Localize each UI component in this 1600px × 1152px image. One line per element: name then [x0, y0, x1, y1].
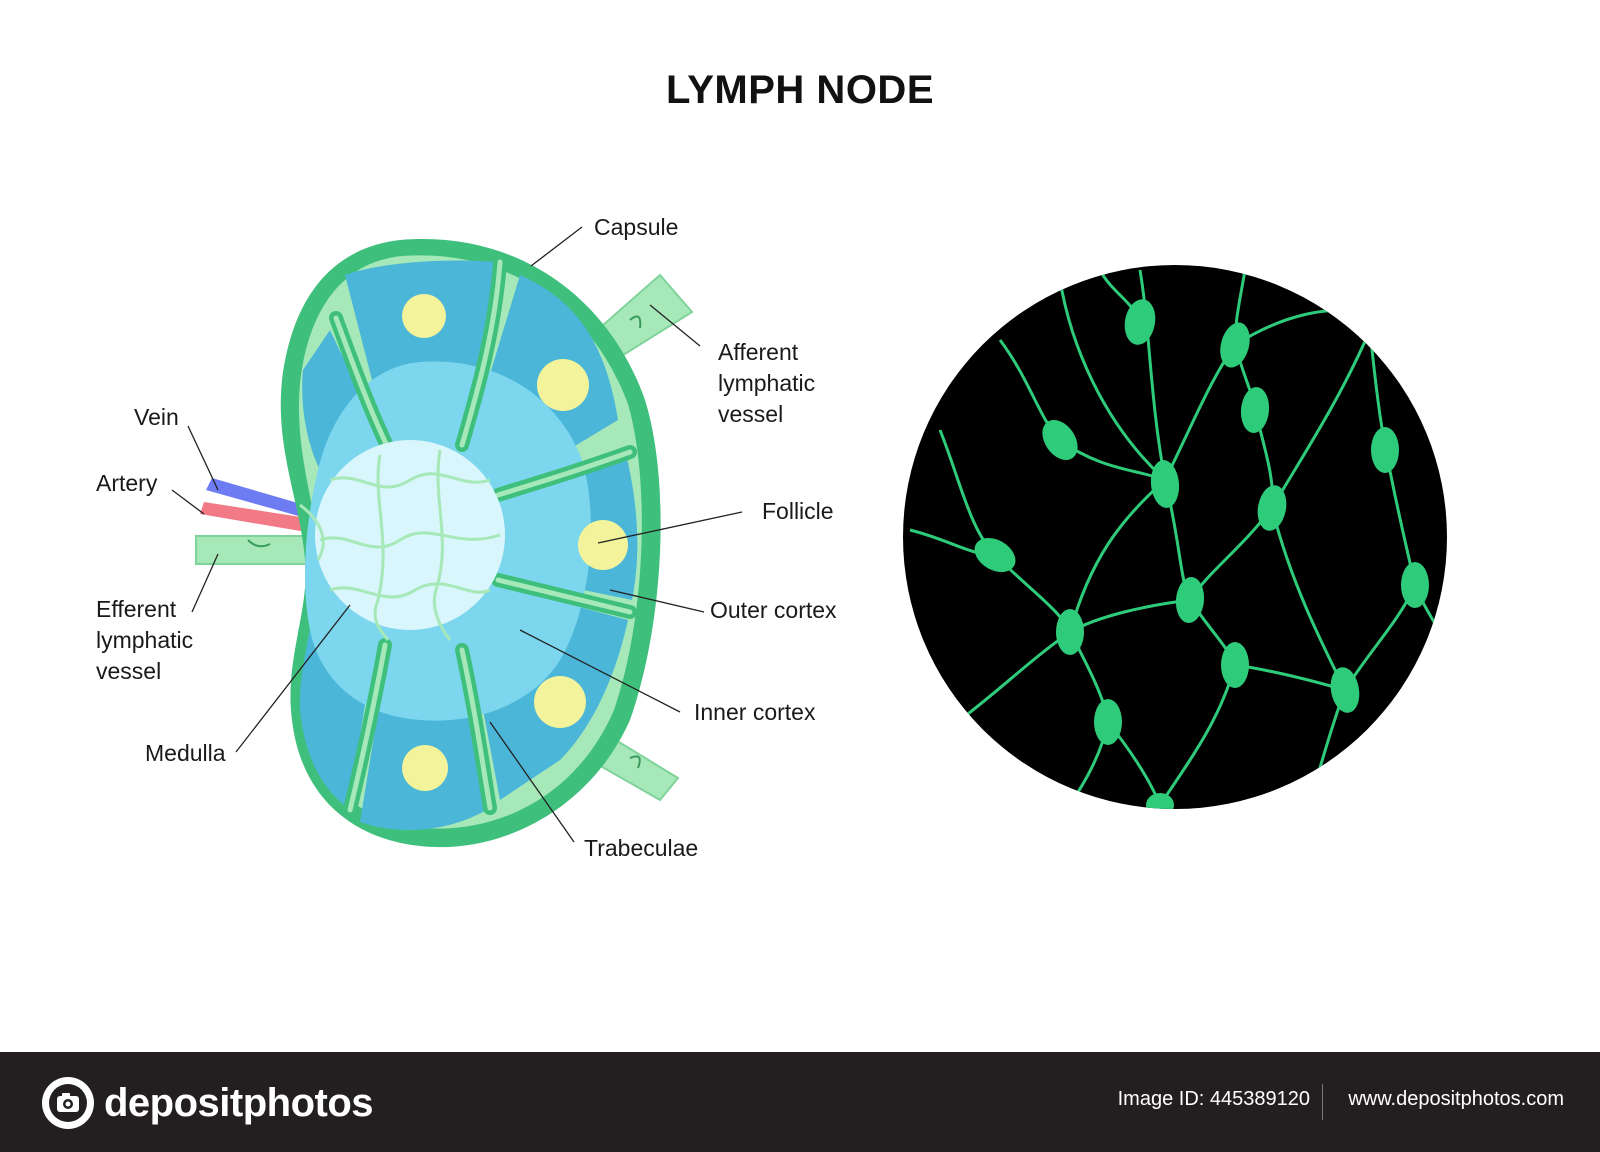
follicles — [402, 294, 628, 791]
label-medulla: Medulla — [145, 740, 226, 766]
efferent-vessel — [195, 535, 321, 565]
label-line: Efferent — [96, 596, 177, 622]
label-inner-cortex: Inner cortex — [694, 699, 816, 725]
label-outer-cortex: Outer cortex — [710, 597, 837, 623]
lymphocyte-cell — [1150, 460, 1180, 508]
label-capsule: Capsule — [594, 214, 679, 240]
brand-logo[interactable]: depositphotos — [40, 1074, 374, 1132]
lymphocyte-network-illustration — [903, 265, 1447, 809]
lymphocyte-cell — [1330, 667, 1360, 713]
lymphocyte-cell — [1401, 562, 1429, 608]
label-vein: Vein — [134, 404, 179, 430]
lymphocyte-cell — [1175, 577, 1205, 623]
lymphocyte-cell — [1094, 699, 1122, 745]
footer-divider — [1322, 1084, 1323, 1120]
camera-logo-icon — [42, 1077, 94, 1129]
lymphocyte-cell — [1056, 609, 1084, 655]
label-line: vessel — [718, 401, 784, 427]
lymphocyte-cell — [1221, 642, 1249, 688]
network-cells — [974, 299, 1429, 809]
vein-vessel — [206, 478, 322, 522]
lymphocyte-cell — [1124, 299, 1156, 345]
lymphocyte-cell — [1240, 387, 1270, 433]
lymphocyte-cell — [1371, 427, 1399, 473]
leader-lines — [171, 226, 743, 843]
label-artery: Artery — [96, 470, 158, 496]
medulla-network — [299, 449, 501, 641]
label-line: vessel — [96, 658, 162, 684]
label-efferent-lymphatic-vessel: Efferent lymphatic vessel — [96, 594, 193, 687]
site-link[interactable]: www.depositphotos.com — [1348, 1088, 1564, 1110]
label-trabeculae: Trabeculae — [584, 835, 699, 861]
lymphocyte-cell — [1257, 485, 1287, 531]
lymphocyte-cell — [1042, 420, 1078, 460]
lymphocyte-cell — [1220, 322, 1250, 368]
label-line: lymphatic — [96, 627, 194, 653]
lymphocyte-cell — [974, 537, 1016, 573]
image-id: Image ID: 445389120 — [1117, 1088, 1310, 1110]
diagram-stage: LYMPH NODE — [96, 68, 1447, 861]
footer-bar: depositphotos Image ID: 445389120 www.de… — [0, 1052, 1600, 1152]
page-title: LYMPH NODE — [665, 68, 934, 112]
label-line: lymphatic — [718, 370, 816, 396]
artery-vessel — [200, 502, 320, 534]
lymphocyte-cell — [1146, 793, 1174, 809]
lymph-node-illustration — [171, 226, 743, 848]
label-follicle: Follicle — [762, 498, 834, 524]
label-line: Afferent — [718, 339, 799, 365]
label-afferent-lymphatic-vessel: Afferent lymphatic vessel — [718, 337, 815, 430]
brand-name: depositphotos — [104, 1080, 374, 1125]
